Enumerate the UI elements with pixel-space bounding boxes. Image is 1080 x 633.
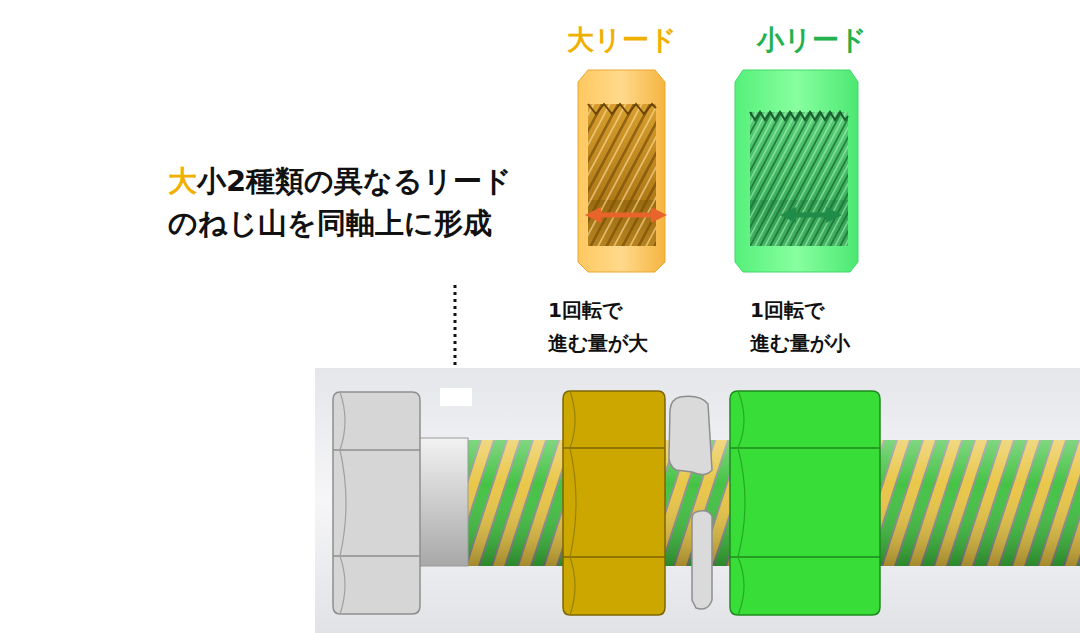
small-lead-item: 小リード 1回転で 進む量が小 bbox=[738, 14, 910, 364]
lead-caption: 1回転で 進む量が小 bbox=[750, 294, 878, 360]
lead-heading: 大リード bbox=[547, 24, 697, 56]
lead-heading: 小リード bbox=[737, 24, 887, 56]
bolt-assembly bbox=[315, 368, 1080, 633]
lead-caption: 1回転で 進む量が大 bbox=[548, 294, 676, 360]
large-lead-nut-section bbox=[578, 70, 665, 272]
large-lead-item: 大リード 1回転で 進む量が大 bbox=[540, 14, 712, 364]
small-lead-nut-section bbox=[735, 70, 858, 272]
feature-note: 大小2種類の異なるリード のねじ山を同軸上に形成 bbox=[168, 160, 548, 244]
